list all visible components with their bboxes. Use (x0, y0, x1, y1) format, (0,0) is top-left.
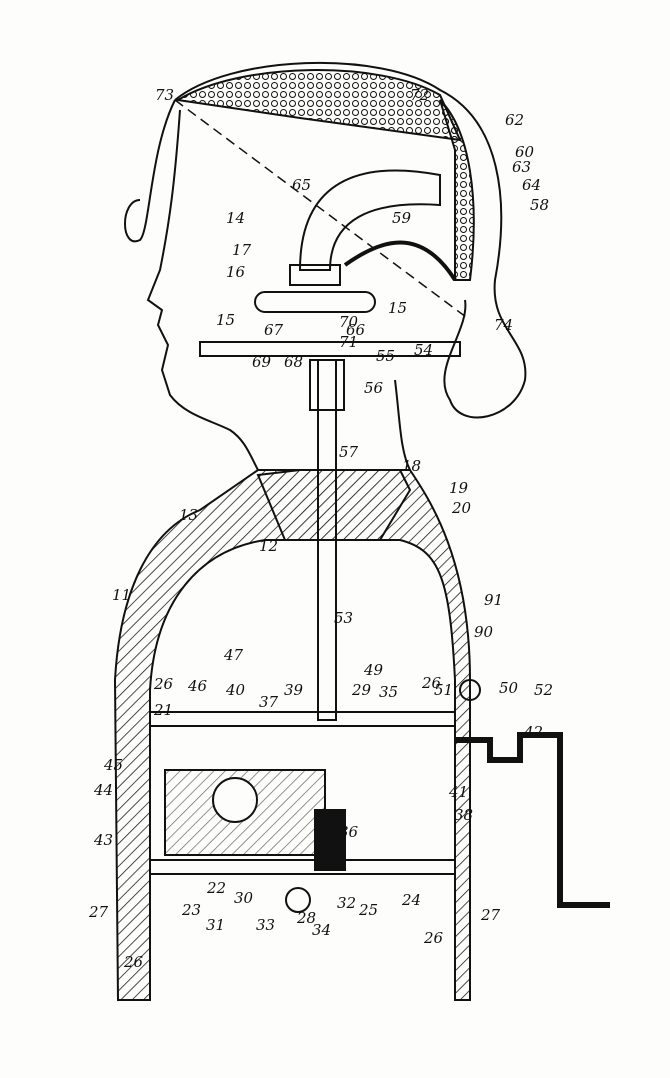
reference-numeral: 54 (414, 341, 434, 359)
reference-numeral: 72 (410, 86, 430, 104)
reference-numeral: 46 (188, 677, 208, 695)
reference-numeral: 27 (481, 906, 501, 924)
reference-numeral: 47 (224, 646, 244, 664)
torso-shell (113, 469, 471, 1001)
reference-numeral: 21 (154, 701, 174, 719)
reference-numeral: 69 (252, 353, 272, 371)
reference-numeral: 26 (124, 953, 144, 971)
reference-numeral: 26 (154, 675, 174, 693)
reference-numeral: 19 (449, 479, 469, 497)
reference-numeral: 53 (334, 609, 354, 627)
reference-numeral: 64 (522, 176, 542, 194)
reference-numeral: 22 (207, 879, 227, 897)
reference-numeral: 45 (104, 756, 124, 774)
reference-numeral: 25 (359, 901, 379, 919)
reference-numeral: 34 (312, 921, 332, 939)
hair-outline (174, 61, 527, 419)
reference-numeral: 24 (402, 891, 422, 909)
crank-knob (459, 679, 481, 701)
upper-plate (149, 711, 456, 727)
reference-numeral: 67 (264, 321, 284, 339)
shaft-collar (309, 359, 345, 411)
reference-numeral: 41 (449, 783, 469, 801)
reference-numeral: 65 (292, 176, 312, 194)
reference-numeral: 26 (424, 929, 444, 947)
reference-numeral: 16 (226, 263, 246, 281)
reference-numeral: 51 (434, 681, 454, 699)
reference-numeral: 50 (499, 679, 519, 697)
worm-gear (314, 809, 346, 871)
reference-numeral: 44 (94, 781, 114, 799)
reference-numeral: 35 (379, 683, 399, 701)
reference-numeral: 57 (339, 443, 359, 461)
reference-numeral: 14 (226, 209, 246, 227)
reference-numeral: 17 (232, 241, 252, 259)
reference-numeral: 32 (337, 894, 357, 912)
reference-numeral: 66 (346, 321, 366, 339)
eye-tube (298, 169, 441, 271)
reference-numeral: 15 (216, 311, 236, 329)
hair-curl-left (124, 99, 176, 243)
neck-outline (394, 379, 411, 471)
reference-numeral: 11 (112, 586, 132, 604)
bottom-bolt (285, 887, 311, 913)
reference-numeral: 56 (364, 379, 384, 397)
reference-numeral: 42 (524, 723, 544, 741)
reference-numeral: 43 (94, 831, 114, 849)
eye-gear-hub (289, 264, 341, 286)
reference-numeral: 12 (259, 537, 279, 555)
reference-numeral: 39 (284, 681, 304, 699)
reference-numeral: 70 (339, 313, 359, 331)
reference-numeral: 60 (515, 143, 535, 161)
reference-numeral: 74 (494, 316, 514, 334)
hand-crank (455, 732, 610, 908)
reference-numeral: 37 (259, 693, 279, 711)
reference-numeral: 63 (512, 158, 532, 176)
reference-numeral: 68 (284, 353, 304, 371)
gear-disc (254, 291, 376, 313)
hair-net (175, 69, 462, 142)
neck-cone (256, 469, 412, 541)
reference-numeral: 29 (352, 681, 372, 699)
reference-numeral: 91 (484, 591, 504, 609)
reference-numeral: 13 (179, 506, 199, 524)
reference-numeral: 26 (422, 674, 442, 692)
hair-back-net (439, 99, 475, 281)
reference-numeral: 73 (155, 86, 175, 104)
head-plate (199, 341, 461, 357)
reference-numeral: 28 (297, 909, 317, 927)
reference-numeral: 20 (452, 499, 472, 517)
reference-numeral: 52 (534, 681, 554, 699)
reference-numeral: 18 (402, 457, 422, 475)
reference-numeral: 15 (388, 299, 408, 317)
reference-numeral: 55 (376, 347, 396, 365)
reference-numeral: 59 (392, 209, 412, 227)
reference-numeral: 23 (182, 901, 202, 919)
reference-numeral: 62 (505, 111, 525, 129)
face-profile (146, 109, 300, 471)
lower-plate (149, 859, 456, 875)
reference-numeral: 71 (339, 333, 359, 351)
reference-numeral: 90 (474, 623, 494, 641)
reference-numeral: 58 (530, 196, 550, 214)
reference-numeral: 49 (364, 661, 384, 679)
drum-hub (212, 777, 258, 823)
reference-numeral: 30 (234, 889, 254, 907)
reference-numeral: 38 (454, 806, 474, 824)
reference-numeral: 40 (226, 681, 246, 699)
reference-numeral: 31 (206, 916, 226, 934)
reference-numeral: 27 (89, 903, 109, 921)
reference-numeral: 36 (339, 823, 359, 841)
reference-numeral: 33 (256, 916, 276, 934)
